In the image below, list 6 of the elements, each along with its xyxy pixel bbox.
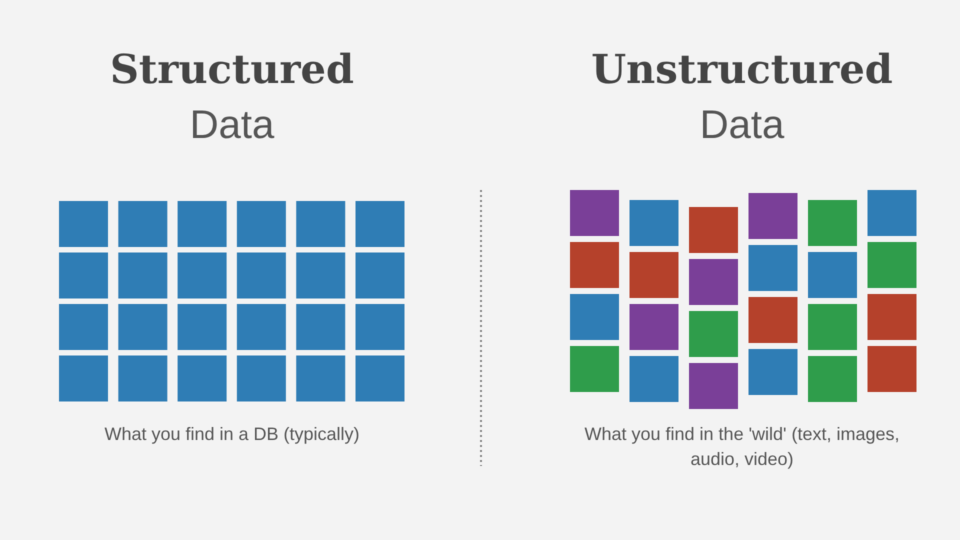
caption: What you find in a DB (typically) xyxy=(103,423,361,446)
subheading: Data xyxy=(698,103,786,148)
subheading: Data xyxy=(188,103,276,148)
heading: Unstructured xyxy=(590,46,894,93)
heading: Structured xyxy=(109,46,355,93)
caption: What you find in the 'wild' (text, images, audio, video) xyxy=(583,423,900,471)
